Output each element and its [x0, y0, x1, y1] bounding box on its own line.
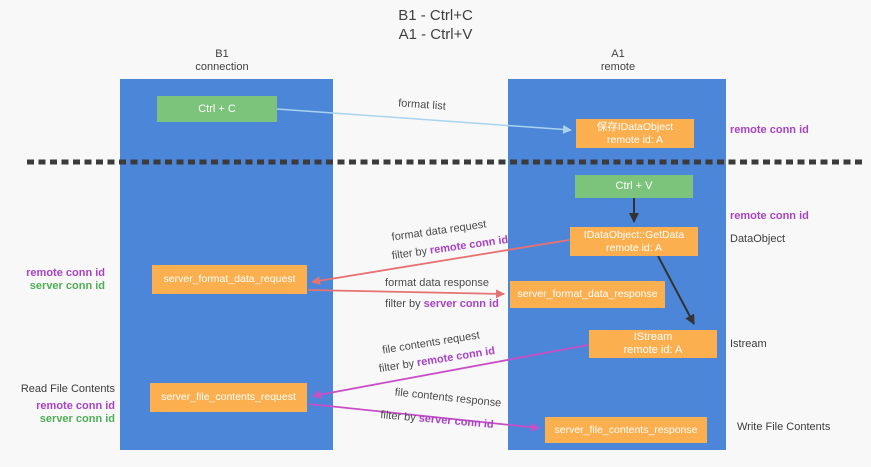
- lane-header-b1: B1 connection: [162, 48, 282, 74]
- save-idataobject-line2: remote id: A: [606, 133, 664, 146]
- istream-annotation: Istream: [730, 338, 767, 350]
- title-line-1: B1 - Ctrl+C: [398, 7, 473, 24]
- filter-by-text: filter by: [378, 357, 416, 376]
- legend-remote-conn-id: remote conn id: [26, 267, 105, 279]
- lane-a1-subtitle: remote: [600, 61, 636, 73]
- write-file-contents-annotation: Write File Contents: [737, 421, 831, 433]
- istream-box: IStream remote id: A: [589, 330, 717, 358]
- filter-by-text: filter by: [391, 245, 428, 263]
- read-file-contents-block: Read File Contents remote conn id server…: [5, 383, 115, 426]
- lane-header-a1: A1 remote: [558, 48, 678, 74]
- remote-conn-id-annotation-mid: remote conn id: [730, 210, 809, 222]
- server-conn-id-text: server conn id: [423, 298, 499, 310]
- legend2-remote-conn-id: remote conn id: [36, 400, 115, 412]
- server-file-contents-request-label: server_file_contents_request: [161, 391, 296, 403]
- conn-id-legend-top: remote conn id server conn id: [10, 267, 105, 293]
- server-format-data-request-label: server_format_data_request: [163, 273, 296, 285]
- getdata-box: IDataObject::GetData remote id: A: [570, 227, 698, 256]
- read-file-contents-annotation: Read File Contents: [20, 383, 115, 395]
- filter-by-text: filter by: [385, 298, 421, 310]
- diagram-title: B1 - Ctrl+C A1 - Ctrl+V: [0, 6, 871, 44]
- server-format-data-request-box: server_format_data_request: [152, 265, 307, 294]
- server-file-contents-response-box: server_file_contents_response: [545, 417, 707, 443]
- server-conn-id-text: server conn id: [418, 412, 495, 431]
- ctrl-v-label: Ctrl + V: [615, 180, 653, 192]
- legend-server-conn-id: server conn id: [29, 280, 105, 292]
- arrow-format-data-response: [307, 289, 505, 299]
- server-file-contents-request-box: server_file_contents_request: [150, 383, 307, 412]
- save-idataobject-box: 保存IDataObject remote id: A: [576, 119, 694, 148]
- ctrl-c-box: Ctrl + C: [157, 96, 277, 122]
- legend2-server-conn-id: server conn id: [39, 413, 115, 425]
- ctrl-v-box: Ctrl + V: [575, 175, 693, 198]
- server-file-contents-response-label: server_file_contents_response: [554, 423, 698, 436]
- getdata-line2: remote id: A: [605, 241, 663, 254]
- remote-conn-id-annotation-top: remote conn id: [730, 124, 809, 136]
- getdata-line1: IDataObject::GetData: [583, 228, 685, 241]
- istream-line1: IStream: [633, 331, 673, 343]
- ctrl-c-label: Ctrl + C: [198, 102, 236, 115]
- lane-b1-title: B1: [215, 48, 229, 60]
- title-line-2: A1 - Ctrl+V: [398, 26, 473, 43]
- remote-conn-id-text: remote conn id: [429, 233, 509, 257]
- label-format-list: format list: [397, 97, 447, 113]
- label-format-data-response: format data response: [385, 277, 489, 289]
- filter-by-text: filter by: [379, 409, 417, 425]
- dataobject-annotation: DataObject: [730, 233, 786, 245]
- istream-line2: remote id: A: [623, 344, 683, 356]
- lane-a1-title: A1: [611, 48, 625, 60]
- lane-b1-subtitle: connection: [195, 61, 249, 73]
- server-format-data-response-label: server_format_data_response: [517, 288, 658, 300]
- save-idataobject-line1: 保存IDataObject: [596, 120, 674, 133]
- label-file-contents-response: file contents response: [394, 386, 502, 410]
- server-format-data-response-box: server_format_data_response: [510, 281, 665, 308]
